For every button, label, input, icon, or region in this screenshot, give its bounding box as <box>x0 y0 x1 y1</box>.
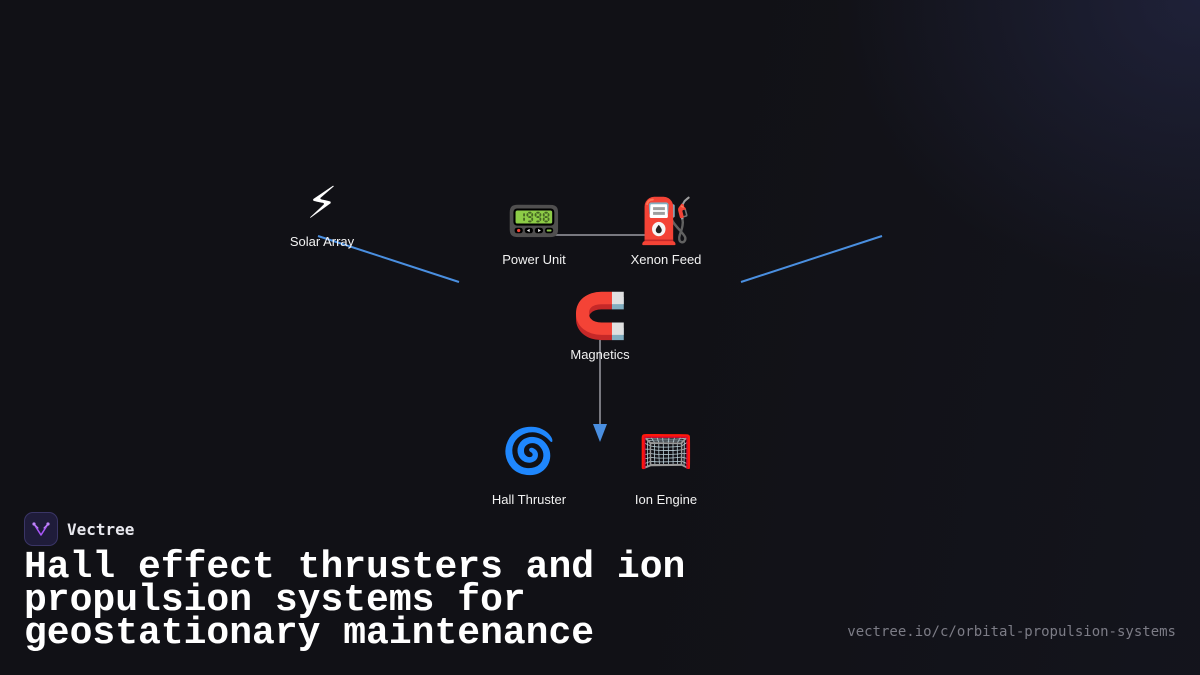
cyclone-icon: 🌀 <box>501 426 557 477</box>
node-magnetics[interactable]: 🧲 Magnetics <box>530 291 670 362</box>
node-xenon-feed[interactable]: ⛽ Xenon Feed <box>596 196 736 267</box>
brand[interactable]: Vectree <box>24 512 134 546</box>
node-label: Xenon Feed <box>630 252 702 267</box>
node-label: Hall Thruster <box>491 492 567 507</box>
brand-name: Vectree <box>67 519 135 539</box>
node-label: Power Unit <box>502 252 566 267</box>
pager-icon: 📟 <box>506 196 562 247</box>
magnet-icon: 🧲 <box>572 291 628 342</box>
edge-xenon-feed-right <box>740 235 883 283</box>
fuel-pump-icon: ⛽ <box>638 196 694 247</box>
node-label: Ion Engine <box>634 492 698 507</box>
brand-logo-icon <box>24 512 58 546</box>
source-url[interactable]: vectree.io/c/orbital-propulsion-systems <box>847 624 1176 640</box>
goal-net-icon: 🥅 <box>638 426 694 477</box>
lightning-bolt-icon: ⚡ <box>306 178 338 229</box>
node-solar-array[interactable]: ⚡ Solar Array <box>252 178 392 249</box>
node-label: Solar Array <box>289 234 355 249</box>
node-label: Magnetics <box>570 347 630 362</box>
page-title: Hall effect thrusters and ion propulsion… <box>24 546 686 655</box>
node-hall-thruster[interactable]: 🌀 Hall Thruster <box>459 426 599 507</box>
arrowhead-down <box>593 424 607 442</box>
node-power-unit[interactable]: 📟 Power Unit <box>464 196 604 267</box>
node-ion-engine[interactable]: 🥅 Ion Engine <box>596 426 736 507</box>
edge-solar-array <box>317 235 460 283</box>
